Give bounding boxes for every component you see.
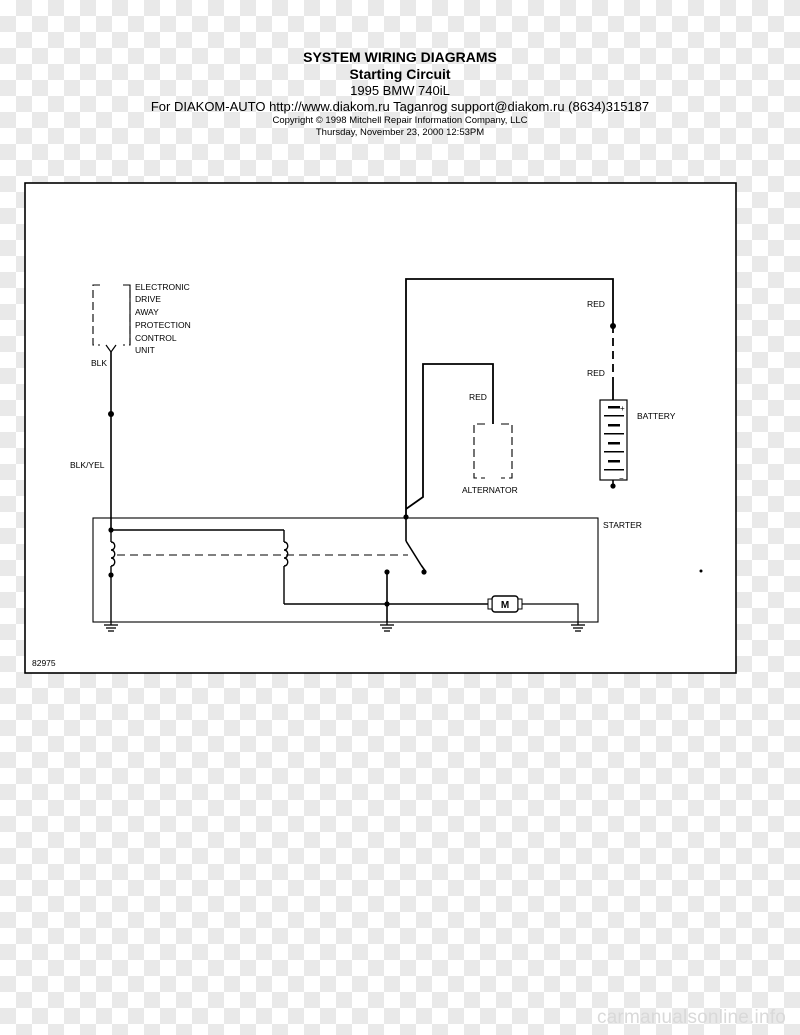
switch-contact-dot	[421, 569, 427, 575]
wire-color-blk: BLK	[91, 358, 107, 368]
blk-wire	[105, 344, 117, 530]
edap-control-unit	[92, 284, 131, 346]
junction-dot	[384, 601, 390, 607]
solenoid-pull-in-coil	[110, 529, 284, 622]
edap-label-line: AWAY	[135, 307, 159, 317]
edap-label: ELECTRONIC DRIVE AWAY PROTECTION CONTROL…	[135, 282, 191, 355]
red-battery-cable	[405, 278, 614, 517]
vehicle-model: 1995 BMW 740iL	[350, 83, 450, 98]
circuit-title: Starting Circuit	[349, 66, 451, 82]
ground-icon	[104, 622, 118, 632]
watermark: carmanualsonline.info	[596, 1007, 786, 1028]
connector-dot	[108, 411, 114, 417]
ground-icon	[571, 622, 585, 632]
wire-color-blk-yel: BLK/YEL	[70, 460, 105, 470]
starter-label: STARTER	[603, 520, 642, 530]
copyright-line: Copyright © 1998 Mitchell Repair Informa…	[272, 115, 528, 126]
alternator-label: ALTERNATOR	[462, 485, 518, 495]
edap-label-line: PROTECTION	[135, 320, 191, 330]
junction-dot	[384, 569, 390, 575]
edap-label-line: DRIVE	[135, 294, 161, 304]
battery-icon: + −	[599, 399, 628, 483]
alternator-icon	[473, 423, 513, 479]
connector-dot	[610, 483, 616, 489]
figure-id: 82975	[32, 658, 56, 668]
battery-minus-sign: −	[619, 474, 624, 483]
page-header: SYSTEM WIRING DIAGRAMS Starting Circuit …	[0, 48, 800, 139]
wire-color-red-alternator: RED	[469, 392, 487, 402]
connector-dot	[610, 323, 616, 329]
wire-color-red: RED	[587, 299, 605, 309]
red-alternator-cable	[405, 363, 494, 510]
wire-color-red: RED	[587, 368, 605, 378]
starter-housing	[92, 517, 599, 623]
diagram-frame	[24, 182, 737, 674]
motor-ground-wire	[522, 603, 579, 622]
ground-icon	[380, 622, 394, 632]
edap-label-line: CONTROL	[135, 333, 177, 343]
motor-symbol: M	[501, 600, 509, 611]
document-title: SYSTEM WIRING DIAGRAMS	[303, 49, 497, 65]
marker-dot	[699, 569, 703, 573]
edap-label-line: UNIT	[135, 345, 155, 355]
battery-label: BATTERY	[637, 411, 676, 421]
junction-dot	[108, 572, 114, 578]
edap-label-line: ELECTRONIC	[135, 282, 190, 292]
contact-line: For DIAKOM-AUTO http://www.diakom.ru Tag…	[150, 99, 650, 114]
print-date: Thursday, November 23, 2000 12:53PM	[315, 127, 485, 138]
starter-motor: M	[487, 595, 523, 613]
battery-plus-sign: +	[620, 404, 625, 413]
junction-dot	[108, 527, 114, 533]
